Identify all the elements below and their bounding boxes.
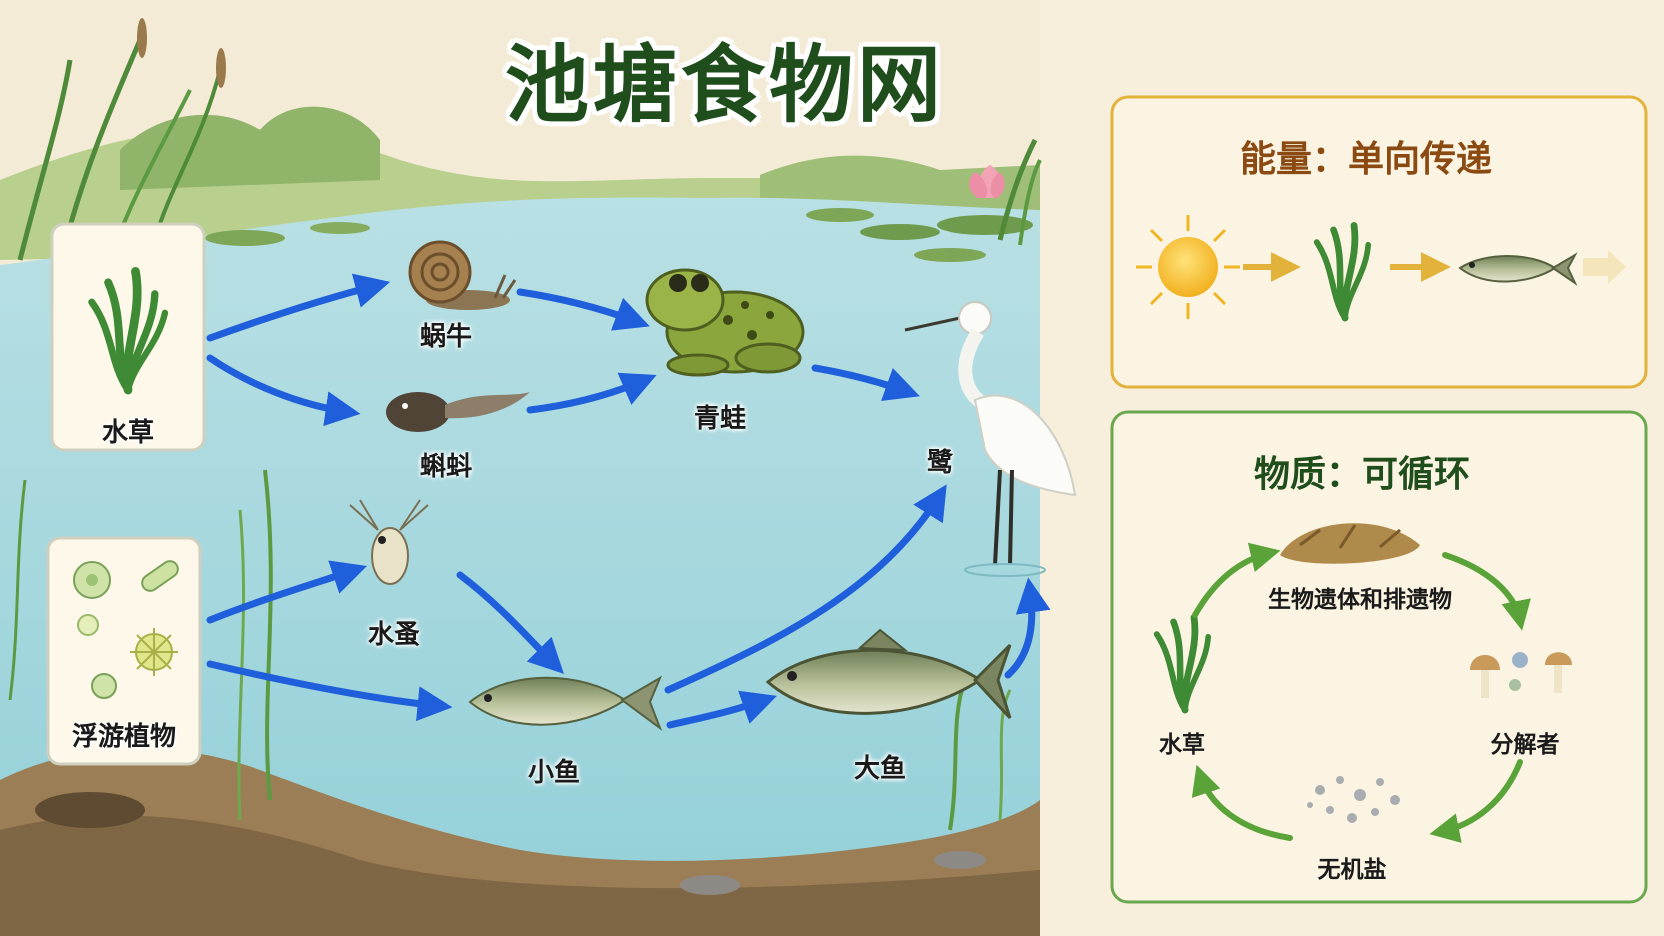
label-snail: 蜗牛 bbox=[419, 322, 473, 352]
cycle-label-decomposers: 分解者 bbox=[1490, 732, 1560, 758]
label-small-fish: 小鱼 bbox=[527, 758, 581, 788]
cycle-arrows bbox=[1191, 542, 1531, 843]
label-tadpole: 蝌蚪 bbox=[419, 452, 473, 482]
label-big-fish: 大鱼 bbox=[853, 754, 907, 784]
label-egret: 鹭 bbox=[926, 448, 954, 478]
energy-panel-title: 能量：单向传递 bbox=[1239, 139, 1493, 180]
label-phytoplankton: 浮游植物 bbox=[71, 722, 177, 752]
snail-icon bbox=[408, 240, 517, 310]
mineral-dots-icon bbox=[1307, 776, 1400, 823]
cycle-arrow-grass-to-remains bbox=[1192, 542, 1281, 618]
label-frog: 青蛙 bbox=[693, 404, 747, 434]
arrow-waterflea-to-smallfish bbox=[456, 571, 564, 674]
label-water-flea: 水蚤 bbox=[367, 620, 421, 650]
egret-icon bbox=[904, 301, 1077, 577]
energy-fading-arrow bbox=[1583, 250, 1626, 284]
cycle-label-remains: 生物遗体和排遗物 bbox=[1268, 587, 1452, 613]
arrow-smallfish-to-egret bbox=[664, 484, 947, 694]
water-flea-icon bbox=[349, 499, 429, 585]
food-web-arrows bbox=[206, 273, 1051, 729]
cycle-label-grass: 水草 bbox=[1159, 732, 1205, 758]
arrow-grass-to-tadpole bbox=[206, 354, 361, 427]
aquatic-grass-card bbox=[50, 222, 206, 452]
fish-icon-small bbox=[468, 675, 663, 731]
tadpole-icon bbox=[386, 392, 530, 432]
arrow-phyto-to-waterflea bbox=[206, 560, 367, 624]
arrow-smallfish-to-bigfish bbox=[666, 690, 777, 729]
page-title: 池塘食物网 bbox=[505, 36, 946, 134]
arrow-snail-to-frog bbox=[516, 288, 650, 331]
sun-icon bbox=[1136, 215, 1240, 319]
matter-panel bbox=[1110, 410, 1648, 904]
phytoplankton-card bbox=[46, 536, 202, 766]
fish-icon-energy bbox=[1458, 252, 1578, 286]
arrow-bigfish-to-egret bbox=[1004, 577, 1051, 679]
arrow-frog-to-egret bbox=[811, 364, 920, 401]
cycle-arrow-decomposers-to-minerals bbox=[1429, 759, 1523, 843]
cycle-arrow-minerals-to-grass bbox=[1191, 764, 1293, 841]
fish-icon-big bbox=[765, 628, 1012, 720]
cycle-label-minerals: 无机盐 bbox=[1317, 857, 1387, 883]
matter-panel-title: 物质：可循环 bbox=[1253, 454, 1471, 495]
cycle-arrow-remains-to-decomposers bbox=[1442, 552, 1531, 631]
mushroom-icon bbox=[1470, 652, 1572, 698]
leaf-litter-icon bbox=[1280, 523, 1420, 564]
phytoplankton-icon bbox=[73, 560, 179, 699]
label-aquatic-grass: 水草 bbox=[101, 418, 155, 448]
background-scenery bbox=[0, 18, 1042, 936]
arrow-grass-to-snail bbox=[206, 273, 391, 342]
energy-panel bbox=[1110, 95, 1648, 389]
arrow-phyto-to-smallfish bbox=[206, 660, 453, 722]
arrow-tadpole-to-frog bbox=[526, 372, 657, 414]
